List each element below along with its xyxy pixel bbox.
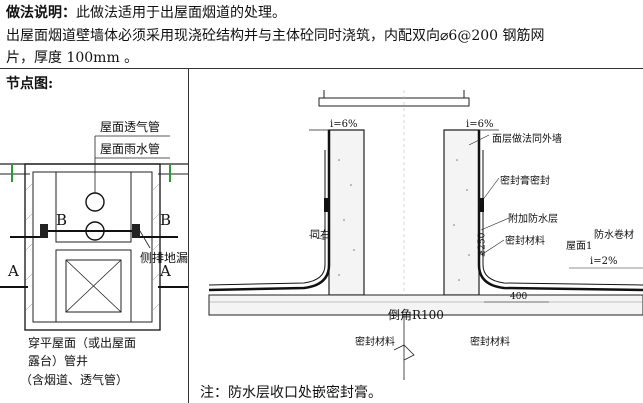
sealant-label: 密封膏密封	[500, 176, 550, 187]
section-a-left: A	[8, 262, 19, 280]
roof-surface-text: 屋面	[566, 241, 586, 252]
side-drain-label: 侧排地漏	[140, 251, 189, 265]
sealing-material-right-label: 密封材料	[505, 236, 545, 247]
chimney-section-drawing	[208, 90, 643, 380]
shaft-caption-3: （含烟道、透气管）	[20, 373, 129, 387]
node-title: 节点图:	[6, 76, 54, 92]
slope-left-label: i=6%	[330, 119, 358, 130]
exterior-wall-label: 面层做法同外墙	[492, 134, 562, 145]
section-b-right: B	[160, 211, 172, 229]
intro-line: 做法说明：此做法适用于出屋面烟道的处理。	[6, 2, 286, 22]
intro-line2-text: 出屋面烟道壁墙体必须采用现浇砼结构并与主体砼同时浇筑，内配双向	[6, 28, 440, 44]
shaft-plan-drawing	[0, 135, 188, 331]
same-right-label: 同右	[310, 230, 330, 241]
vent-pipe-label: 屋面透气管	[100, 120, 161, 134]
intro-line2-end: 钢筋网	[502, 28, 545, 44]
section-b-left: B	[56, 211, 68, 229]
shaft-caption-1: 穿平屋面（或出屋面	[28, 336, 137, 350]
dim-250-label: ≥250	[477, 232, 488, 258]
sealing-bottom-right-label: 密封材料	[470, 337, 510, 348]
right-detail-panel	[189, 68, 643, 403]
shaft-caption-2: 露台）管井	[28, 354, 89, 368]
intro-text: 此做法适用于出屋面烟道的处理。	[76, 5, 286, 21]
fillet-label: 倒角R100	[388, 308, 444, 322]
rain-pipe-label: 屋面雨水管	[100, 142, 161, 156]
slope-right-label: i=6%	[466, 119, 494, 130]
left-detail-panel	[0, 68, 189, 403]
section-a-right: A	[160, 262, 171, 280]
roof-surface-label: 屋面1	[566, 237, 592, 252]
dim-400-label: 400	[510, 292, 528, 302]
sealing-bottom-left-label: 密封材料	[355, 337, 395, 348]
extra-waterproof-label: 附加防水层	[508, 214, 558, 225]
note-text: 注：防水层收口处嵌密封膏。	[200, 385, 382, 401]
roof-number: 1	[586, 241, 593, 252]
waterproof-roll-label: 防水卷材	[594, 230, 634, 241]
rebar-spec: ⌀6@200	[440, 28, 499, 44]
intro-label: 做法说明：	[6, 5, 76, 21]
intro-line-2: 出屋面烟道壁墙体必须采用现浇砼结构并与主体砼同时浇筑，内配双向⌀6@200 钢筋…	[6, 25, 642, 45]
slope-roof-label: i=2%	[590, 256, 618, 267]
intro-line-3: 片，厚度 100mm 。	[6, 50, 139, 66]
